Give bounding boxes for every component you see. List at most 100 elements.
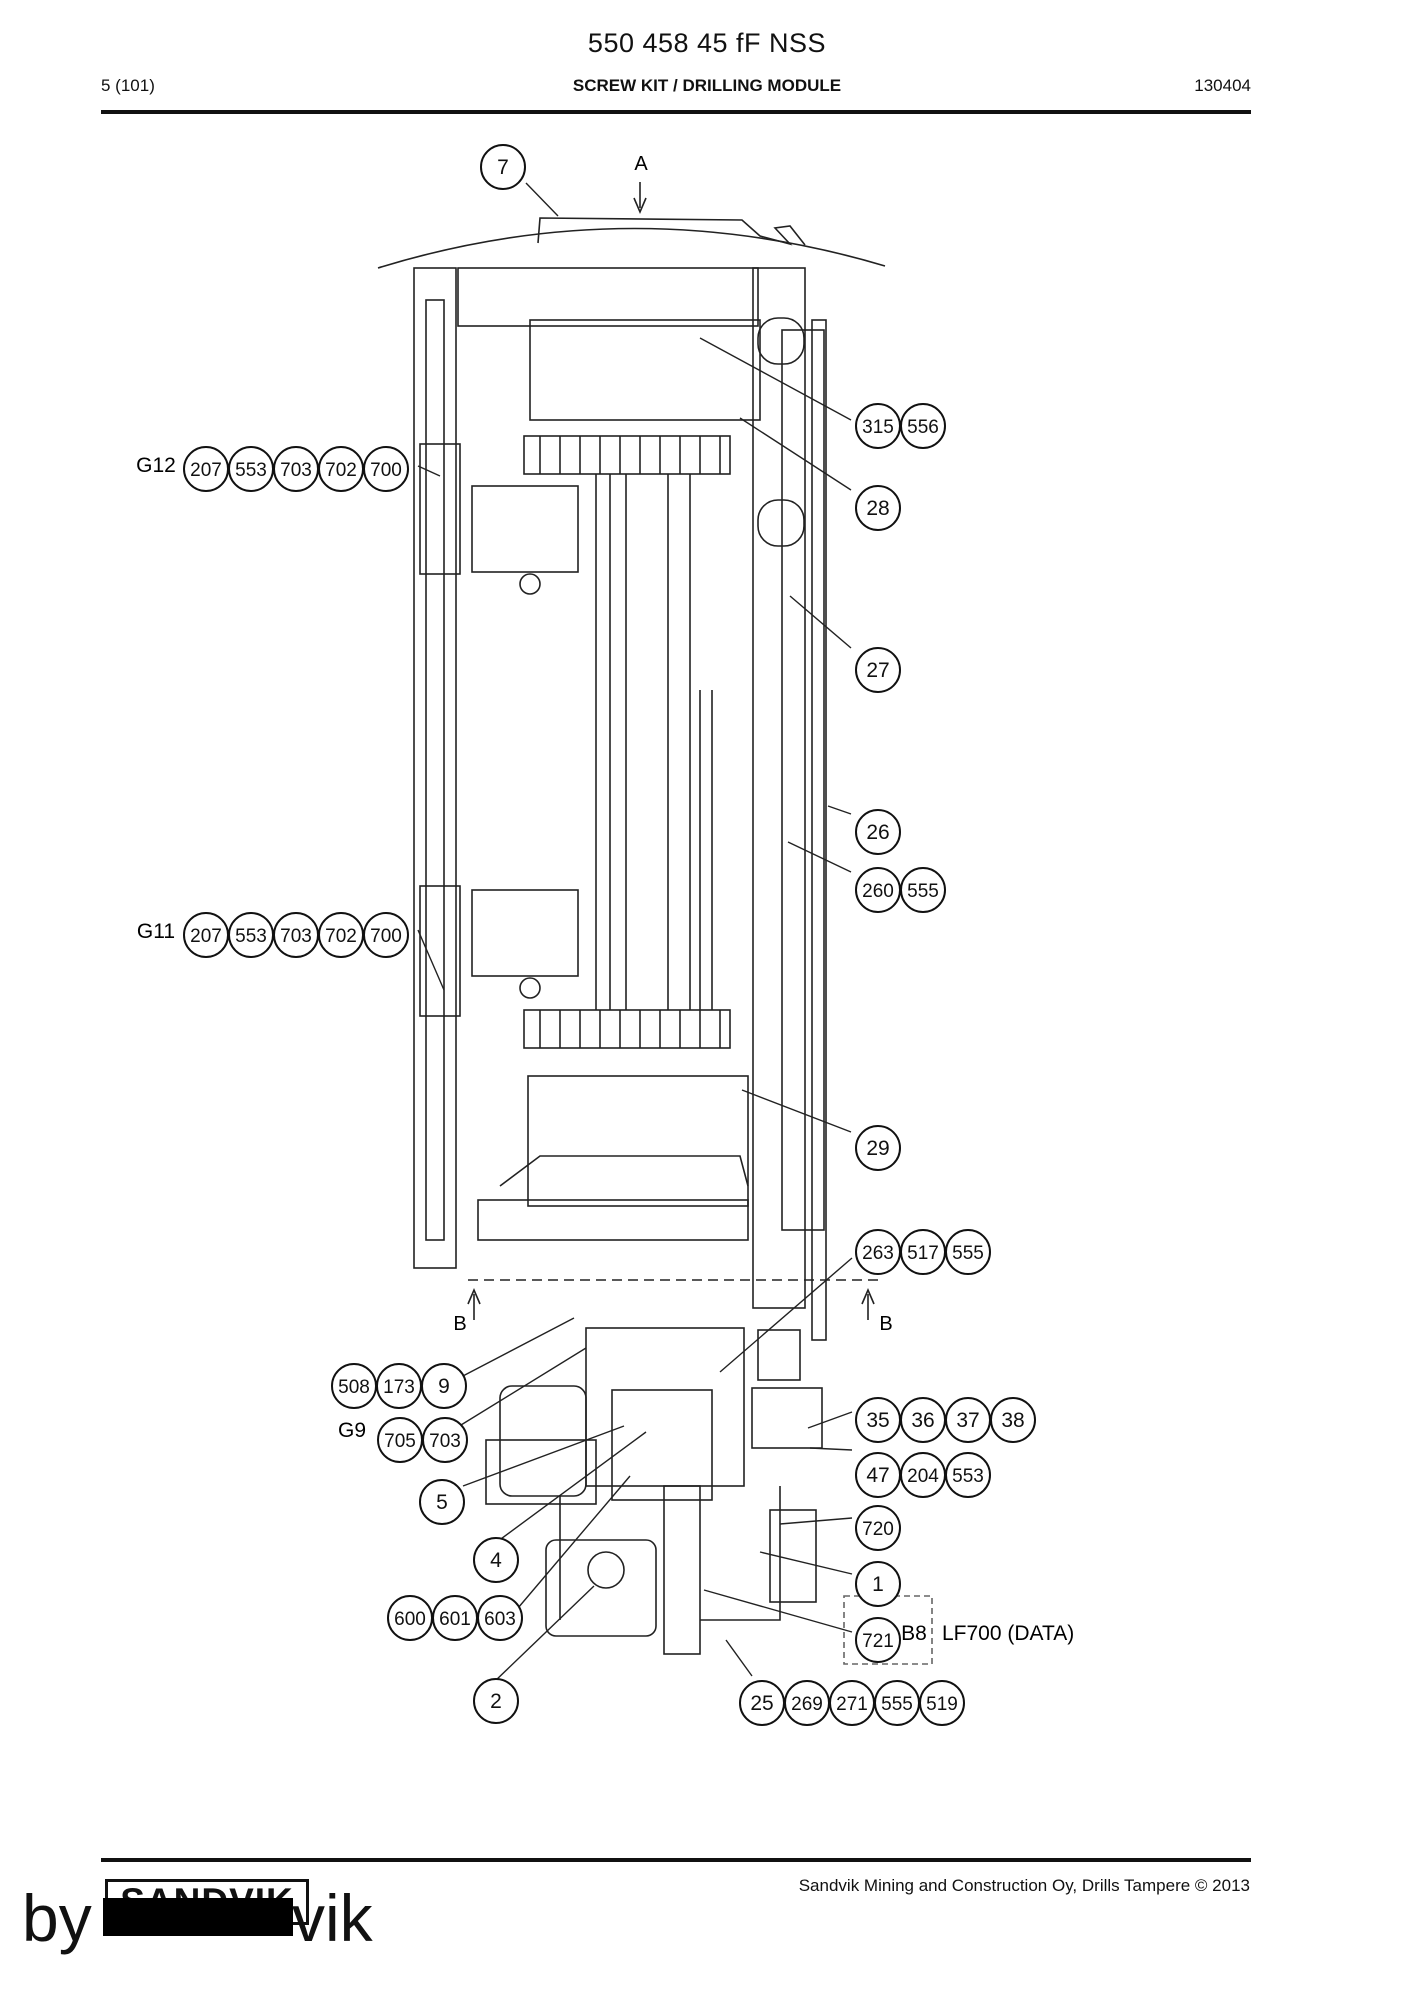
callout-number: 47 (866, 1464, 889, 1487)
left-rail-outer (413, 267, 457, 1269)
document-title: 550 458 45 fF NSS (587, 28, 827, 58)
lower-clamp-bracket (419, 885, 461, 1017)
bottom-slide (663, 1485, 701, 1655)
upper-gear-teeth (539, 436, 721, 474)
right-beam-inner (781, 329, 825, 1231)
callout-number: 553 (235, 460, 267, 481)
callout-bubble (900, 403, 946, 449)
top-round-boss-2 (757, 499, 805, 547)
footer-rule (101, 1858, 1251, 1862)
callout-bubble (945, 1452, 991, 1498)
view-arrow-a (633, 182, 647, 215)
callout-number: 260 (862, 881, 894, 902)
lower-frame (477, 1199, 749, 1241)
callout-bubble (480, 144, 526, 190)
callout-number: 700 (370, 460, 402, 481)
callout-number: 508 (338, 1377, 370, 1398)
callout-bubble (855, 1125, 901, 1171)
callout-number: 5 (436, 1491, 448, 1514)
callout-number: 603 (484, 1609, 516, 1630)
callout-number: 553 (952, 1466, 984, 1487)
right-beam-outer (752, 267, 806, 1309)
callout-number: 37 (956, 1409, 979, 1432)
leader-lines (417, 182, 853, 1683)
watermark-prefix: by (22, 1881, 92, 1955)
callout-bubble (990, 1397, 1036, 1443)
callout-number: 519 (926, 1694, 958, 1715)
callout-number: 705 (384, 1431, 416, 1452)
callout-bubble (473, 1678, 519, 1724)
page-number: 5 (101) (101, 76, 155, 95)
view-label-a: A (634, 153, 648, 175)
callout-number: 36 (911, 1409, 934, 1432)
lower-carriage (527, 1075, 749, 1207)
hose-block (751, 1387, 823, 1449)
callout-bubble (855, 1505, 901, 1551)
callout-bubble (855, 1561, 901, 1607)
callout-bubble (473, 1537, 519, 1583)
lower-clamp (471, 889, 579, 977)
callout-bubble (363, 446, 409, 492)
sensor-label: LF700 (DATA) (942, 1622, 1074, 1645)
callout-number: 703 (280, 460, 312, 481)
callout-number: 555 (881, 1694, 913, 1715)
section-arrow-left (467, 1287, 481, 1320)
callout-bubble (477, 1595, 523, 1641)
pump-body (545, 1539, 657, 1637)
callout-number: 27 (866, 659, 889, 682)
callout-number: 702 (325, 926, 357, 947)
callout-number: 25 (750, 1692, 773, 1715)
lower-carriage-wedge (499, 1155, 749, 1187)
callout-number: 703 (429, 1431, 461, 1452)
callout-number: 702 (325, 460, 357, 481)
callout-number: 721 (862, 1631, 894, 1652)
callout-number: 1 (872, 1573, 884, 1596)
callout-number: 555 (907, 881, 939, 902)
callout-number: 703 (280, 926, 312, 947)
motor-base (485, 1439, 597, 1505)
lower-gear (523, 1009, 731, 1049)
bottom-frame (559, 1486, 781, 1621)
callout-number: 173 (383, 1377, 415, 1398)
callout-number: 269 (791, 1694, 823, 1715)
watermark-suffix: vik (292, 1881, 373, 1955)
section-label-b-right: B (879, 1313, 892, 1335)
callout-number: 204 (907, 1466, 939, 1487)
callout-number: 28 (866, 497, 889, 520)
callout-number: 29 (866, 1137, 889, 1160)
callout-number: 7 (497, 156, 509, 179)
callout-number: 4 (490, 1549, 502, 1572)
callout-number: 517 (907, 1243, 939, 1264)
drilling-module-drawing (377, 182, 933, 1683)
callout-bubble (919, 1680, 965, 1726)
top-arc (377, 227, 886, 269)
lower-gear-teeth (539, 1010, 721, 1048)
right-flat (811, 319, 827, 1341)
top-gear-housing (529, 319, 761, 421)
callout-number: 207 (190, 460, 222, 481)
section-label-b-left: B (453, 1313, 466, 1335)
center-rods (595, 474, 713, 1010)
callout-bubble (422, 1417, 468, 1463)
top-carriage (457, 267, 759, 327)
top-cap (537, 217, 806, 246)
callout-number: 553 (235, 926, 267, 947)
upper-clamp-eye (519, 573, 541, 595)
callout-number: 9 (438, 1375, 450, 1398)
company-credit: Sandvik Mining and Construction Oy, Dril… (798, 1876, 1250, 1895)
callout-bubble (855, 1617, 901, 1663)
watermark-blackout (103, 1898, 293, 1936)
callout-number: 38 (1001, 1409, 1024, 1432)
callout-number: 600 (394, 1609, 426, 1630)
section-arrow-right (861, 1287, 875, 1320)
callout-number: 35 (866, 1409, 889, 1432)
callout-number: 207 (190, 926, 222, 947)
section-title: SCREW KIT / DRILLING MODULE (572, 76, 842, 95)
side-plate (611, 1389, 713, 1501)
callout-number: 556 (907, 417, 939, 438)
cradle-plate (585, 1327, 745, 1487)
callout-number: 555 (952, 1243, 984, 1264)
group-label-b8: B8 (901, 1622, 927, 1645)
